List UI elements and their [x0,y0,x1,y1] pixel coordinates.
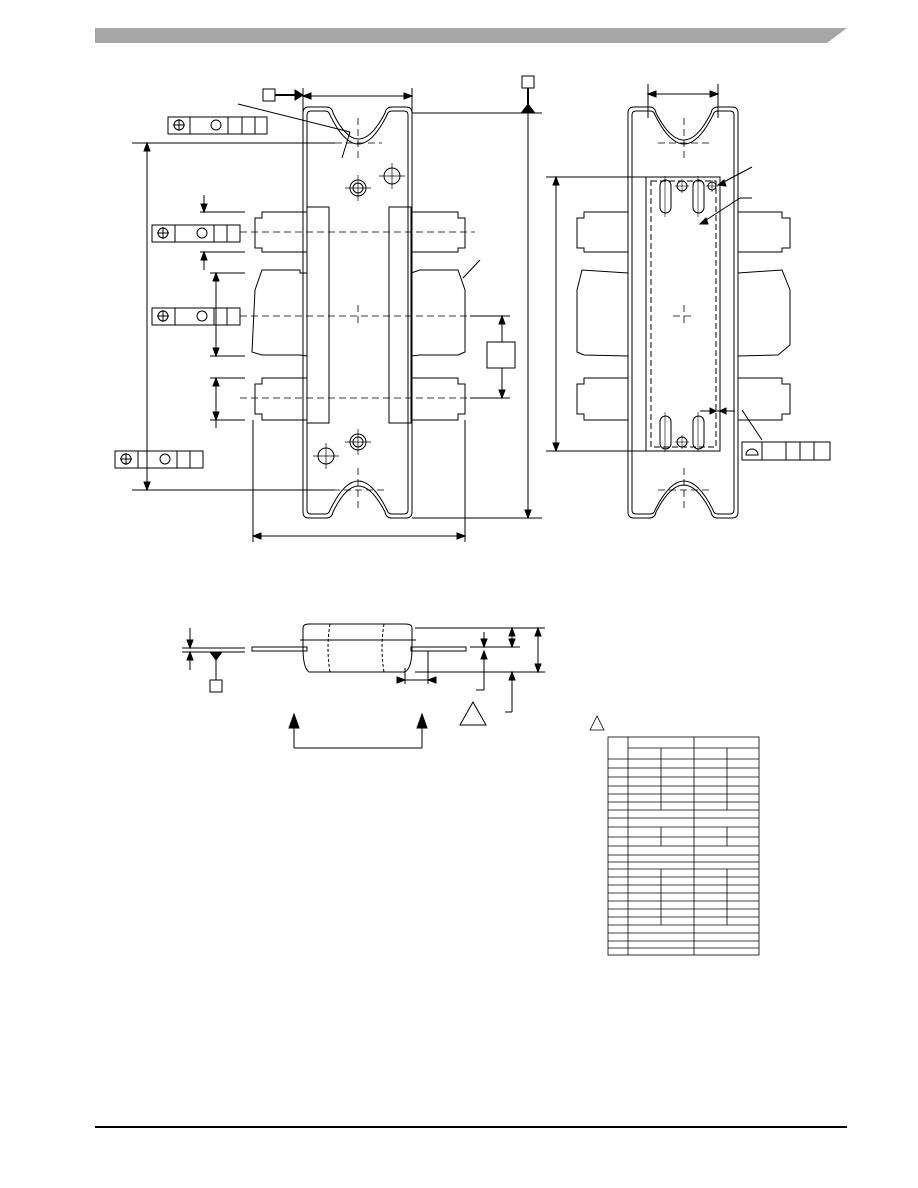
fcf-top [167,116,268,135]
fcf-lead-middle [151,307,241,326]
revision-triangle-icon [459,700,487,726]
view-arrow-right [416,712,428,729]
hole-crosshairs [313,163,405,469]
side-break-left [327,623,331,673]
top-view-body-inner [306,110,409,515]
flatness-icon [745,448,759,456]
max-material-circle-icon [196,227,208,239]
right-lead-middle [410,269,466,357]
top-view-body-outline [302,106,413,519]
slot-top-1 [659,179,672,214]
bv-leader-flatness [741,409,763,441]
right-lead-bar [388,206,412,424]
datum-flag-icon [521,75,535,89]
slot-bottom-1 [659,415,672,450]
view-arrow-left [288,712,300,729]
bottom-view-body-outline [627,106,739,519]
table-rows [608,758,759,949]
top-view-centerlines [240,118,475,512]
left-lead-top [254,211,307,253]
bv-right-lead-bottom [738,377,791,421]
footer-rule [95,1126,847,1128]
header-bar [95,28,847,43]
left-lead-bottom [254,377,307,421]
side-view [182,623,545,749]
datum-triangle-height [521,103,535,113]
bottom-view-body-inner [631,110,735,515]
datum-flag-icon [262,88,276,102]
bv-left-lead-top [576,211,628,253]
bv-left-lead-bottom [576,377,628,421]
right-lead-top [411,211,466,253]
slot-top-2 [692,179,705,214]
max-material-circle-icon [210,119,222,131]
bv-crosshairs [664,176,718,452]
bv-right-lead-top [738,211,791,253]
fcf-lead-top [151,224,241,243]
side-break-right [381,623,385,673]
arrow-slot-bottom [143,481,151,492]
datum-triangle-side [209,651,223,661]
arrow-slot-top [143,141,151,152]
max-material-circle-icon [196,310,208,322]
die-flag-outline [645,176,721,452]
side-body [302,623,413,673]
dimension-table [589,715,760,956]
bv-left-lead-middle [576,269,629,357]
arrow-top-width-left [301,92,312,100]
leader-top-slot-arrow [341,131,351,159]
bottom-view-centerlines [658,118,710,512]
slot-bottom-2 [692,415,705,450]
side-lead-right [410,646,467,652]
leader-top-slot [237,103,351,133]
datum-triangle [294,89,304,101]
arrow-top-width-right [403,92,414,100]
header-bar-shape [95,28,847,43]
left-lead-middle [251,269,308,357]
leader-lead-corner [462,259,481,279]
right-lead-bottom [411,377,466,421]
left-lead-bar [306,206,330,424]
side-lead-left [251,646,308,652]
basic-dim-box [486,341,516,369]
top-view [114,75,542,542]
revision-triangle-icon [589,715,605,731]
max-material-circle-icon [159,453,171,465]
datum-flag-icon [209,679,223,693]
fcf-flatness [741,441,831,461]
bottom-view [546,84,831,519]
fcf-bottom [114,450,204,469]
bv-right-lead-middle [737,269,791,357]
